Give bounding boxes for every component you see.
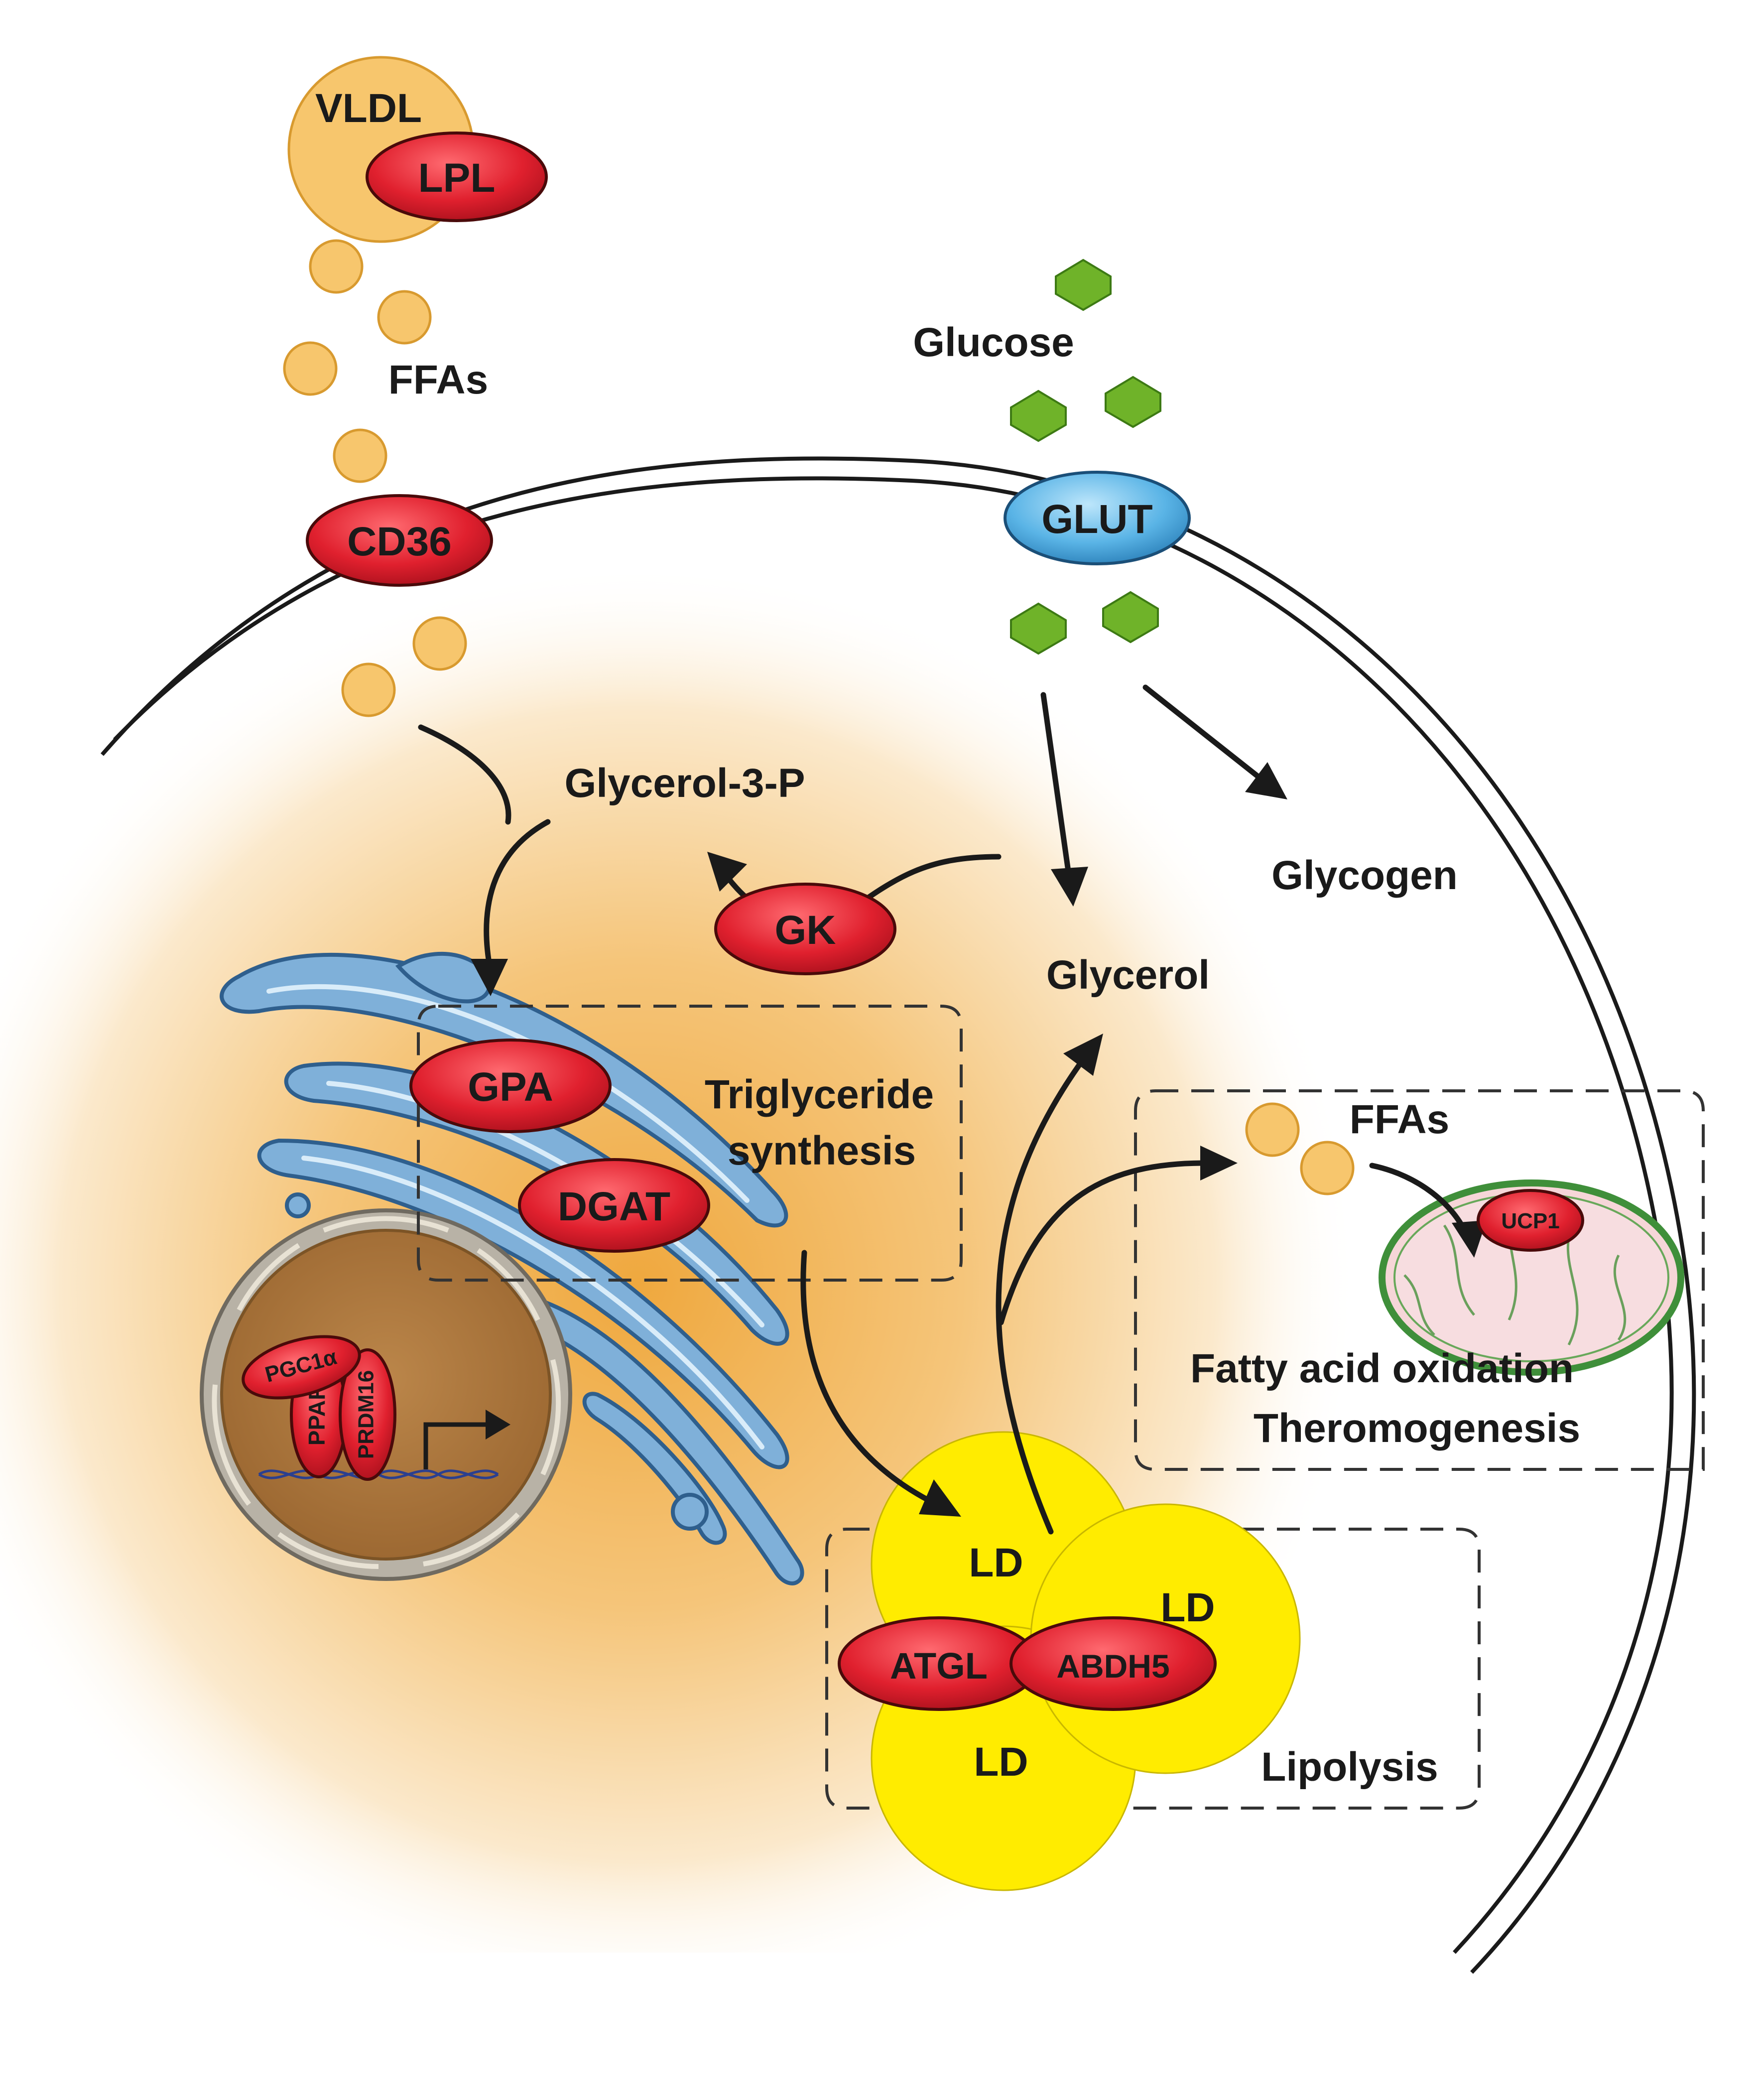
ucp1-label: UCP1 — [1501, 1209, 1559, 1233]
glut-label: GLUT — [1041, 497, 1152, 542]
lpl-protein — [366, 131, 548, 222]
abdh5-label: ABDH5 — [1056, 1648, 1169, 1685]
atgl-label: ATGL — [890, 1645, 988, 1687]
glycerol-3-p-label: Glycerol-3-P — [564, 761, 805, 806]
lipolysis-box — [825, 1528, 1481, 1810]
transcription-arrow-icon — [423, 1410, 510, 1469]
abdh5-protein — [1009, 1616, 1217, 1711]
dgat-label: DGAT — [558, 1184, 670, 1229]
fatty-acid-oxidation-box — [1134, 1089, 1705, 1471]
triglyceride-synthesis-box — [417, 1005, 963, 1282]
cytoplasm — [0, 498, 1672, 1953]
ld-top-label: LD — [969, 1540, 1023, 1585]
cd36-protein — [306, 494, 493, 587]
fatty-acid-oxidation-label: Fatty acid oxidation — [1190, 1346, 1574, 1391]
glut-protein — [1004, 471, 1191, 565]
dgat-protein — [518, 1158, 710, 1253]
labels: VLDL LPL FFAs CD36 Glucose GLUT Glycerol… — [315, 86, 1580, 1790]
ucp1-protein — [1477, 1189, 1584, 1252]
ffas-right-label: FFAs — [1350, 1097, 1449, 1142]
pgc1a-protein — [242, 1335, 361, 1400]
membrane-and-enzyme-proteins — [306, 131, 1584, 1711]
pathway-arrows — [418, 684, 1487, 1535]
glucose-label: Glucose — [913, 320, 1074, 365]
synthesis-label: synthesis — [728, 1128, 916, 1174]
vldl-label: VLDL — [315, 86, 422, 131]
gpa-protein — [409, 1039, 612, 1133]
ld-bottom-label: LD — [974, 1739, 1028, 1785]
gpa-label: GPA — [468, 1064, 553, 1110]
ld-right-label: LD — [1160, 1585, 1215, 1630]
transcription-factors: PPAR PRDM16 PGC1α — [242, 1335, 396, 1481]
thermogenesis-label: Theromogenesis — [1254, 1406, 1580, 1451]
lipolysis-label: Lipolysis — [1261, 1744, 1438, 1790]
gk-label: GK — [775, 908, 836, 953]
glycerol-label: Glycerol — [1046, 952, 1210, 998]
ffas-top-label: FFAs — [388, 357, 488, 402]
nucleus: PPAR PRDM16 PGC1α — [200, 1208, 572, 1581]
gk-protein — [714, 883, 896, 975]
cd36-label: CD36 — [347, 519, 452, 564]
glucose-molecules — [1010, 259, 1161, 655]
glycogen-label: Glycogen — [1271, 853, 1458, 898]
lpl-label: LPL — [418, 155, 496, 201]
prdm16-label: PRDM16 — [354, 1370, 378, 1459]
cell-membrane — [100, 456, 1696, 1974]
prdm16-protein — [339, 1348, 396, 1481]
triglyceride-label: Triglyceride — [705, 1072, 934, 1117]
